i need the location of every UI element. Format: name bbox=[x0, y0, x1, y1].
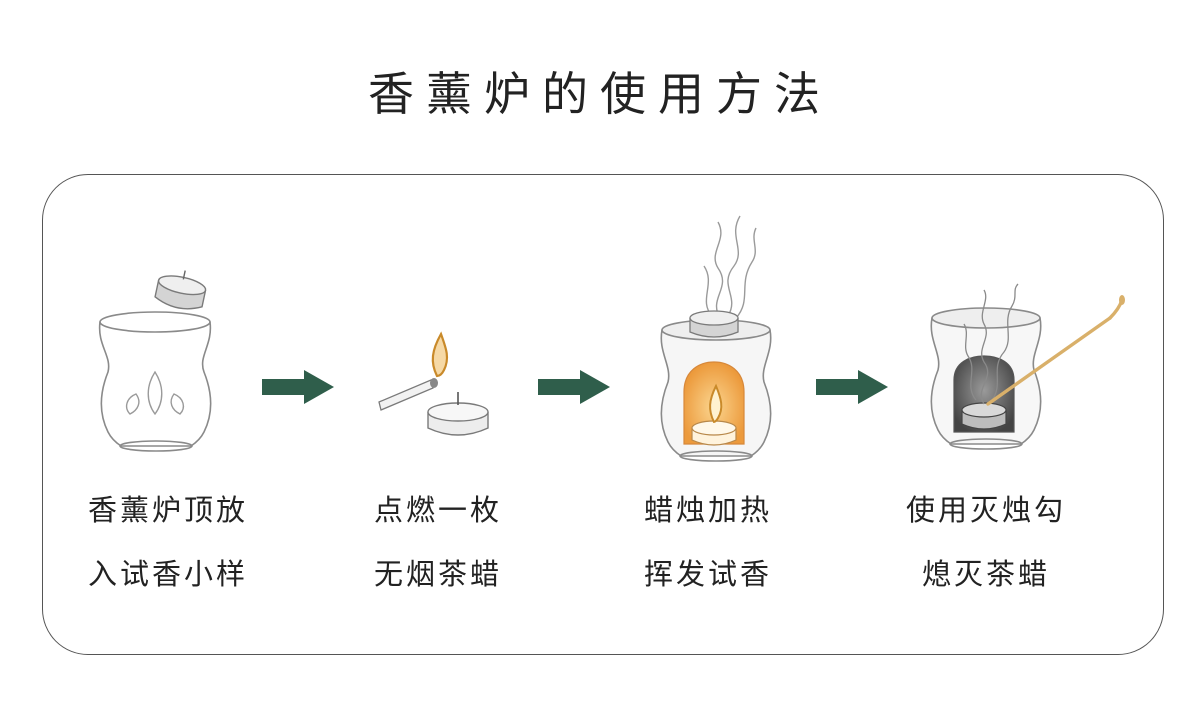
step-caption: 使用灭烛勾 熄灭茶蜡 bbox=[856, 478, 1116, 606]
step-caption-line: 入试香小样 bbox=[87, 557, 248, 591]
step-caption-line: 香薰炉顶放 bbox=[87, 493, 248, 527]
flame-icon bbox=[431, 331, 449, 378]
smoke-icon bbox=[703, 215, 757, 319]
step-caption-line: 挥发试香 bbox=[643, 557, 772, 591]
leaf-cutout-icon bbox=[170, 393, 185, 415]
tealight-icon bbox=[154, 270, 207, 310]
arrow-icon bbox=[538, 370, 610, 404]
tealight-icon bbox=[427, 392, 489, 436]
tealight-icon bbox=[691, 420, 737, 446]
step-caption-line: 无烟茶蜡 bbox=[373, 557, 502, 591]
step-caption: 点燃一枚 无烟茶蜡 bbox=[308, 478, 568, 606]
step-caption-line: 点燃一枚 bbox=[373, 493, 502, 527]
smoke-icon bbox=[963, 283, 1019, 405]
tealight-icon bbox=[689, 310, 739, 338]
step1-burner-illustration bbox=[98, 270, 212, 452]
step-caption-line: 蜡烛加热 bbox=[643, 493, 772, 527]
step4-snuffing-illustration bbox=[930, 283, 1125, 450]
arrow-icon bbox=[816, 370, 888, 404]
steps-panel bbox=[42, 174, 1164, 655]
step-caption: 香薰炉顶放 入试香小样 bbox=[38, 478, 298, 606]
step-caption-line: 熄灭茶蜡 bbox=[921, 557, 1050, 591]
flame-icon bbox=[709, 383, 723, 424]
step-caption: 蜡烛加热 挥发试香 bbox=[578, 478, 838, 606]
burner-outline bbox=[98, 311, 212, 452]
tealight-icon bbox=[961, 402, 1007, 430]
leaf-cutout-icon bbox=[125, 393, 140, 415]
step2-lighting-illustration bbox=[378, 331, 489, 436]
match-icon bbox=[378, 378, 438, 411]
step3-heating-illustration bbox=[660, 215, 772, 462]
step-caption-line: 使用灭烛勾 bbox=[905, 493, 1066, 527]
leaf-cutout-icon bbox=[147, 370, 163, 416]
page-title: 香薰炉的使用方法 bbox=[368, 67, 832, 121]
snuffer-icon bbox=[986, 295, 1125, 406]
arrow-icon bbox=[262, 370, 334, 404]
